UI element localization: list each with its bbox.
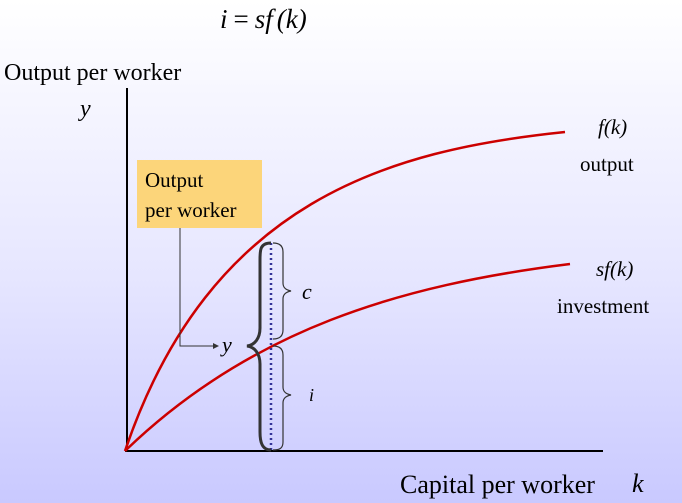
output-label: output	[580, 152, 634, 176]
investment-curve	[124, 262, 571, 452]
output-brace	[246, 241, 272, 452]
callout-line1: Output	[145, 168, 204, 192]
y-axis-title: Output per worker	[4, 60, 181, 86]
investment-label: investment	[557, 294, 649, 318]
equation-title: i=sf(k)	[220, 4, 307, 34]
callout-line2: per worker	[145, 198, 237, 222]
y-axis-symbol: y	[78, 96, 91, 122]
x-axis-symbol: k	[632, 469, 644, 498]
output-function-label: f(k)	[598, 115, 627, 139]
investment-function-label: sf(k)	[596, 257, 633, 281]
callout-arrow-head	[213, 343, 219, 349]
investment-amount-label: i	[309, 385, 314, 405]
consumption-label: c	[302, 279, 312, 304]
investment-brace	[272, 345, 292, 451]
callout-target-symbol: y	[220, 332, 232, 357]
x-axis-title: Capital per worker	[400, 470, 595, 499]
callout-box	[137, 160, 262, 228]
consumption-brace	[272, 242, 292, 340]
callout-arrow-line	[179, 228, 213, 347]
output-curve	[123, 130, 566, 452]
